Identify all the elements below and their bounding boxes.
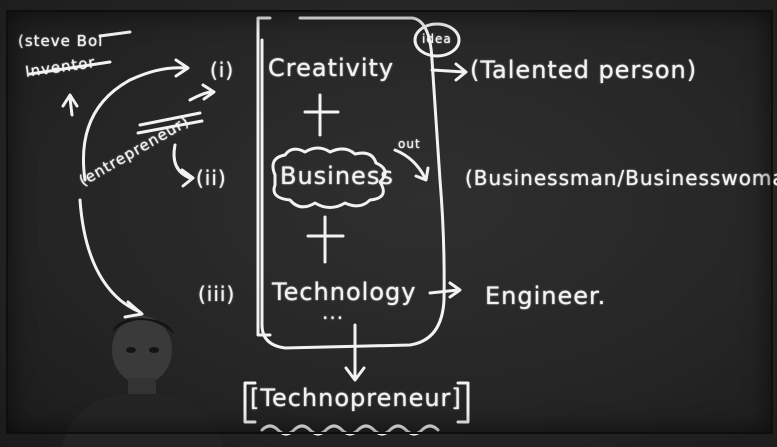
result-label: [Technopreneur] xyxy=(250,384,462,412)
ellipsis: ... xyxy=(322,300,345,324)
row3-term: Technology xyxy=(272,278,417,306)
steve-label: (steve Bol xyxy=(18,32,104,50)
row2-number: (ii) xyxy=(196,166,227,190)
row2-term: Business xyxy=(280,162,394,190)
idea-label: idea xyxy=(422,32,452,46)
wavy-underline xyxy=(260,424,440,436)
business-cloud xyxy=(271,146,387,209)
presenter-image xyxy=(62,316,222,447)
row2-role: (Businessman/Businesswoman) xyxy=(465,166,777,190)
row1-role: (Talented person) xyxy=(470,56,698,84)
row1-number: (i) xyxy=(210,58,235,82)
row3-number: (iii) xyxy=(198,282,236,306)
row3-role: Engineer. xyxy=(485,282,607,310)
main-box xyxy=(260,16,446,350)
idea-circle xyxy=(413,22,461,58)
out-label: out xyxy=(398,137,421,151)
row1-term: Creativity xyxy=(268,54,395,82)
